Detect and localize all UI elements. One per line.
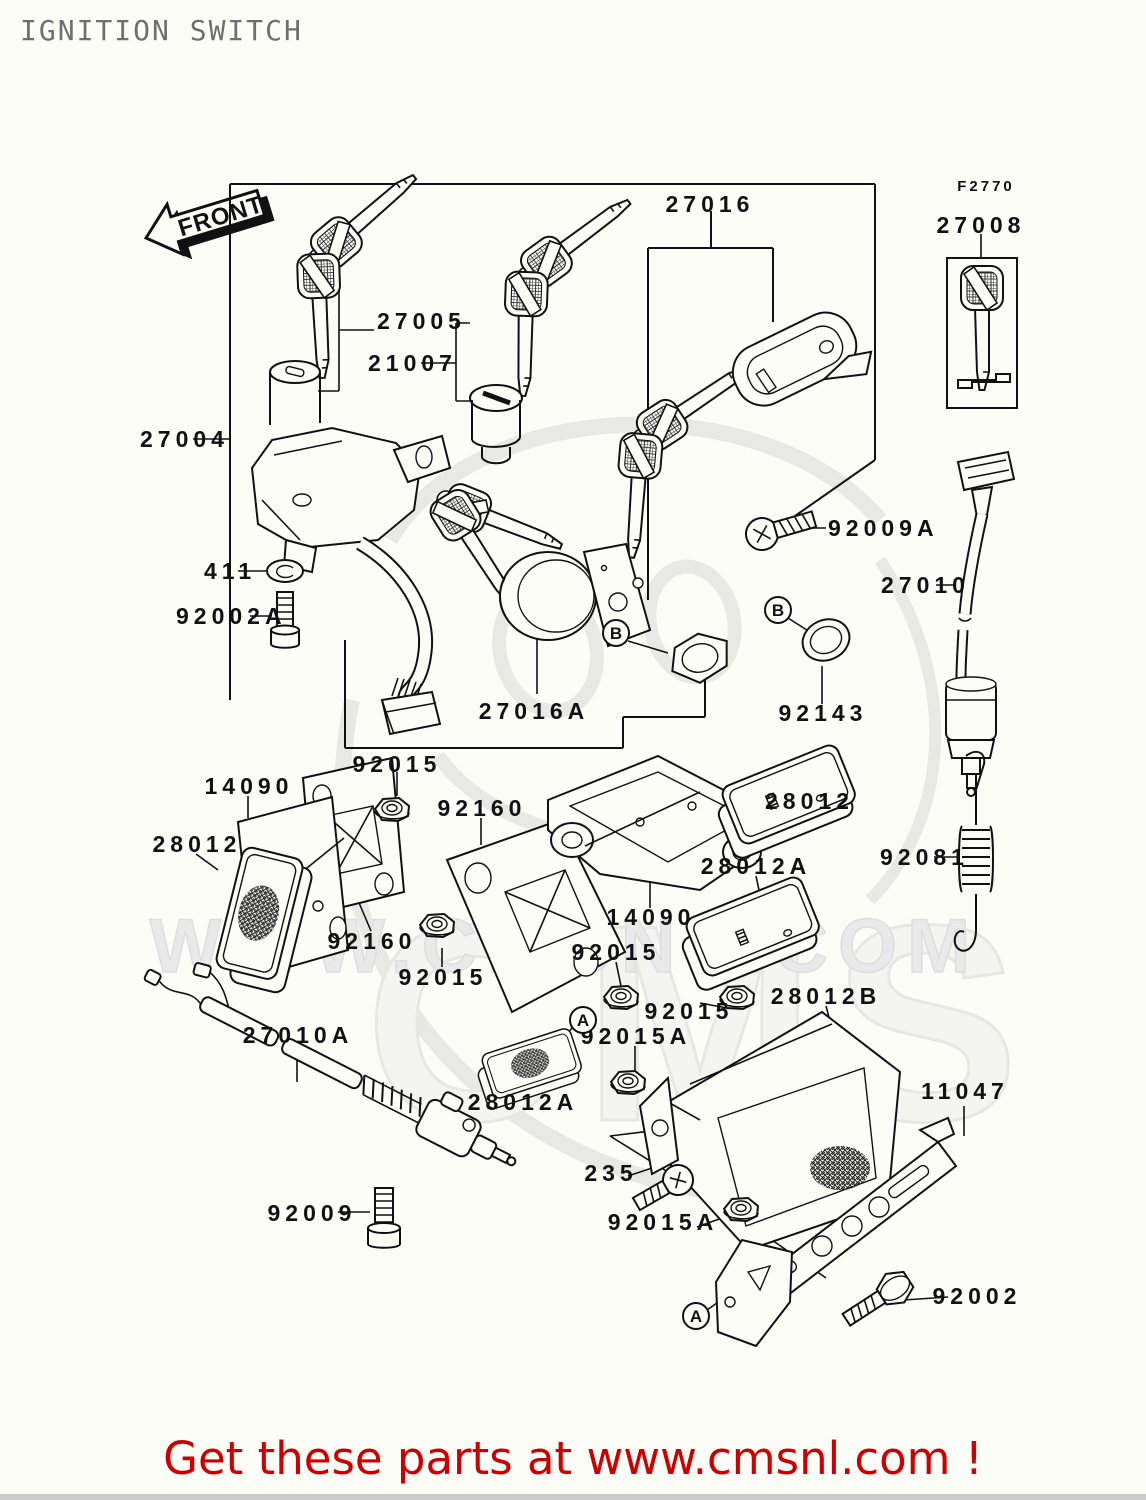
screw-92009 (367, 1187, 401, 1249)
part-label-92160-mid: 92160 (438, 795, 527, 821)
part-label-27010: 27010 (881, 572, 970, 598)
part-label-27010a: 27010A (243, 1022, 354, 1048)
page-title: IGNITION SWITCH (20, 14, 303, 47)
part-label-21007: 21007 (368, 350, 457, 376)
part-label-27005: 27005 (377, 308, 466, 334)
part-label-27008: 27008 (937, 212, 1026, 238)
part-label-28012b: 28012B (771, 983, 882, 1009)
ref-mark-b2: B (772, 601, 784, 620)
part-label-28012a-right: 28012A (701, 853, 812, 879)
helmet-lock-27016 (731, 311, 873, 407)
cable-switch-27010a (143, 962, 517, 1167)
part-label-11047: 11047 (921, 1078, 1009, 1104)
part-label-27016: 27016 (666, 191, 755, 217)
nut-92015a-mid (610, 1070, 646, 1095)
screw-92002a (270, 591, 300, 649)
reflector-28012-right (708, 741, 863, 862)
key-pair-3-27016 (609, 350, 761, 561)
part-label-92009: 92009 (268, 1200, 357, 1226)
front-arrow: FRONT (143, 188, 275, 260)
cover-28012b (638, 1010, 902, 1252)
footer-promo-text: Get these parts at www.cmsnl.com ! (163, 1432, 983, 1485)
nut-92015-mid (603, 985, 639, 1010)
nut-92015-left-lower (419, 913, 455, 938)
part-label-27004: 27004 (140, 426, 229, 452)
part-label-411: 411 (204, 558, 256, 584)
nut-92015a-lower (723, 1197, 759, 1222)
ring-92143 (801, 618, 851, 662)
hex-nut-27016a (671, 632, 728, 684)
bracket-11047 (714, 1116, 958, 1348)
part-label-92002: 92002 (933, 1283, 1022, 1309)
part-label-92015-4: 92015 (645, 998, 734, 1024)
part-labels: 27016 F2770 27008 27005 21007 27004 411 … (140, 178, 1026, 1309)
bracket-plate-92160-mid (445, 818, 627, 1014)
key-pair-1-27005 (295, 159, 430, 380)
part-label-28012-right: 28012 (765, 788, 854, 814)
part-label-92015a-lower: 92015A (608, 1209, 719, 1235)
part-label-92143: 92143 (779, 700, 868, 726)
lock-face-27016a (498, 542, 652, 648)
brake-switch-27010 (945, 450, 1016, 797)
part-label-235: 235 (584, 1160, 637, 1186)
part-label-28012a-bottom: 28012A (468, 1089, 579, 1115)
part-label-92002a: 92002A (176, 603, 287, 629)
screw-92009a (745, 510, 818, 551)
part-label-14090-left: 14090 (205, 773, 294, 799)
ref-marks: A A B B (569, 596, 792, 1330)
part-label-14090-mid: 14090 (607, 904, 696, 930)
cap-lock-21007 (469, 384, 523, 465)
key-blank-box-27008 (946, 257, 1018, 409)
reflector-28012a-right (672, 873, 827, 994)
bottom-strip (0, 1494, 1146, 1500)
ref-mark-b1: B (610, 624, 622, 643)
channel-bracket-14090-mid (547, 754, 771, 892)
part-label-92015a-mid: 92015A (581, 1023, 692, 1049)
part-label-92015-2: 92015 (572, 939, 661, 965)
key-pair-2-21007 (500, 183, 643, 398)
key-pair-4 (425, 479, 570, 614)
part-label-92015-1: 92015 (353, 751, 442, 777)
washer-411 (266, 559, 304, 583)
part-label-92015-3: 92015 (399, 964, 488, 990)
part-label-28012-left: 28012 (153, 831, 242, 857)
bolt-92002 (841, 1270, 915, 1328)
part-label-27016a: 27016A (479, 698, 590, 724)
ignition-switch-27004 (250, 360, 452, 736)
part-label-92160-left: 92160 (328, 928, 417, 954)
reflector-28012-left (210, 844, 317, 996)
reflector-28012a-bottom-mid (471, 1026, 587, 1112)
part-label-92081: 92081 (880, 844, 969, 870)
nut-92015-left-upper (374, 797, 410, 822)
part-label-92009a: 92009A (828, 515, 939, 541)
fiche-code: F2770 (957, 178, 1015, 195)
ref-mark-a1: A (577, 1011, 589, 1030)
ref-mark-a2: A (690, 1307, 702, 1326)
screw-235 (631, 1164, 694, 1212)
spring-92081 (953, 750, 994, 952)
